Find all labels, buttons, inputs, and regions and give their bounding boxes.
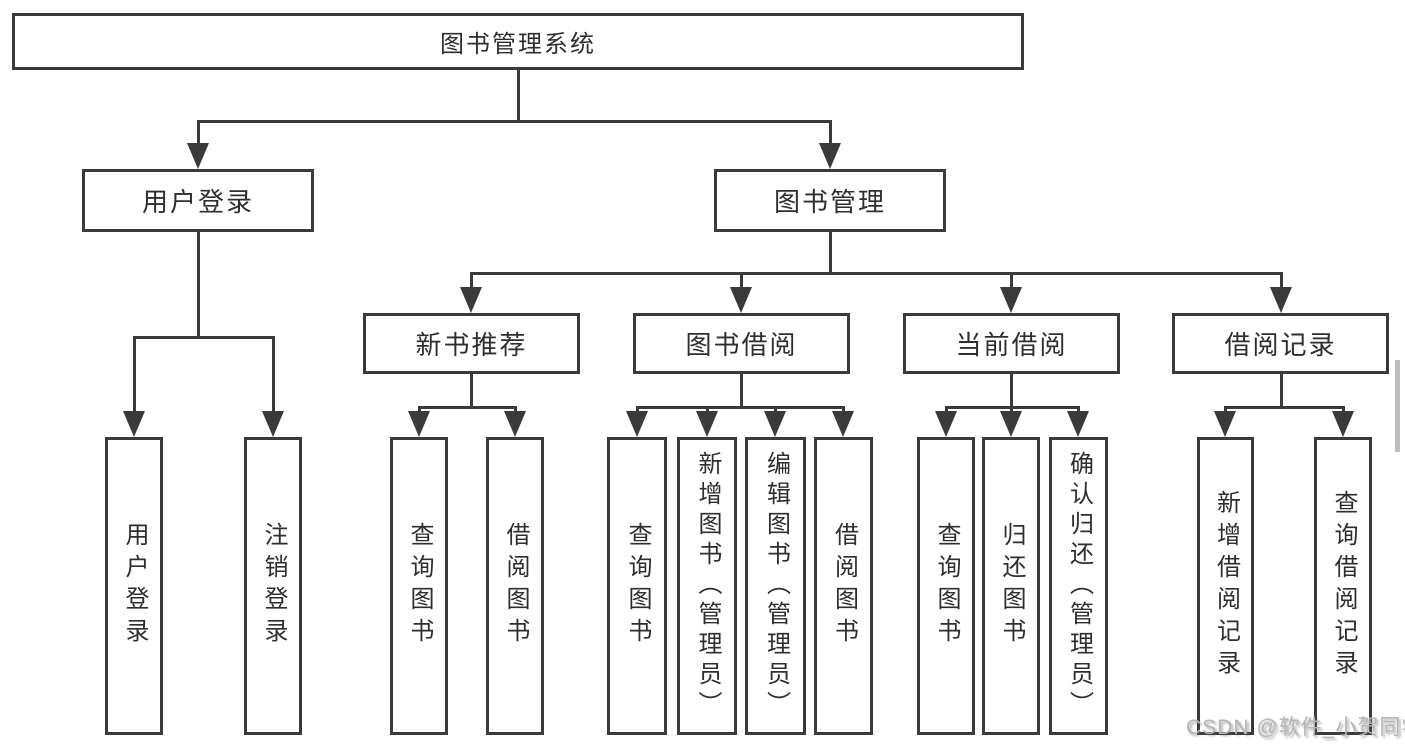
node-book-management-branch: 图书管理 xyxy=(714,169,946,232)
node-leaf-user-login: 用户登录 xyxy=(105,437,163,735)
arrowhead xyxy=(123,411,145,437)
arrowhead xyxy=(1270,287,1292,313)
connector xyxy=(1224,406,1227,414)
arrowhead xyxy=(262,411,284,437)
node-new-book-recommendation: 新书推荐 xyxy=(363,313,580,374)
node-leaf-cb-return-books: 归还图书 xyxy=(982,437,1040,735)
node-label: 新增图书（管理员） xyxy=(694,451,721,721)
connector xyxy=(740,274,743,290)
arrowhead xyxy=(1214,411,1236,437)
node-leaf-logout: 注销登录 xyxy=(244,437,302,735)
node-label: 借阅图书 xyxy=(502,522,529,650)
node-book-borrowing: 图书借阅 xyxy=(633,313,850,374)
connector xyxy=(1010,274,1013,290)
connector xyxy=(774,406,777,414)
node-label: 新增借阅记录 xyxy=(1212,490,1240,682)
arrowhead xyxy=(460,287,482,313)
arrowhead xyxy=(187,143,209,169)
connector xyxy=(517,70,520,121)
connector xyxy=(636,406,845,409)
node-label: 查询图书 xyxy=(624,522,651,650)
node-leaf-br-add-record: 新增借阅记录 xyxy=(1197,437,1254,735)
connector xyxy=(1280,274,1283,290)
node-borrowing-records: 借阅记录 xyxy=(1172,313,1389,374)
connector xyxy=(945,406,948,414)
node-leaf-bb-borrow-books: 借阅图书 xyxy=(814,437,873,735)
scrollbar-thumb[interactable] xyxy=(1395,360,1400,452)
connector xyxy=(1010,374,1013,408)
node-label: 确认归还（管理员） xyxy=(1065,451,1093,721)
arrowhead xyxy=(626,411,648,437)
connector xyxy=(470,374,473,408)
node-label: 查询借阅记录 xyxy=(1330,490,1357,682)
node-leaf-bb-query-books: 查询图书 xyxy=(607,437,667,735)
arrowhead xyxy=(504,411,526,437)
connector xyxy=(1077,406,1080,414)
node-label: 新书推荐 xyxy=(415,330,528,360)
connector xyxy=(842,406,845,414)
connector xyxy=(470,274,473,290)
arrowhead xyxy=(1000,411,1022,437)
arrowhead xyxy=(1000,287,1022,313)
node-label: 用户登录 xyxy=(141,187,254,217)
csdn-watermark: CSDN @软件_小贺同学 xyxy=(1186,716,1405,739)
connector xyxy=(1280,374,1283,408)
node-leaf-cb-query-books: 查询图书 xyxy=(917,437,975,735)
connector xyxy=(133,336,275,339)
node-root: 图书管理系统 xyxy=(12,13,1024,70)
connector xyxy=(197,120,200,148)
connector xyxy=(740,374,743,408)
arrowhead xyxy=(819,143,841,169)
connector xyxy=(418,406,421,414)
node-label: 图书管理系统 xyxy=(440,31,596,58)
connector xyxy=(272,336,275,414)
connector xyxy=(1342,406,1345,414)
connector xyxy=(829,120,832,148)
node-label: 借阅图书 xyxy=(830,522,858,650)
node-leaf-nb-query-books: 查询图书 xyxy=(390,437,448,735)
node-label: 查询图书 xyxy=(406,522,433,650)
connector xyxy=(197,232,200,338)
node-label: 注销登录 xyxy=(260,522,287,650)
connector xyxy=(829,232,832,274)
node-label: 图书借阅 xyxy=(685,330,798,360)
arrowhead xyxy=(764,411,786,437)
arrowhead xyxy=(832,411,854,437)
node-label: 编辑图书（管理员） xyxy=(762,451,790,721)
node-label: 查询图书 xyxy=(933,522,960,650)
arrowhead xyxy=(730,287,752,313)
arrowhead xyxy=(1332,411,1354,437)
node-leaf-nb-borrow-books: 借阅图书 xyxy=(486,437,544,735)
node-leaf-bb-add-books-admin: 新增图书（管理员） xyxy=(677,437,737,735)
node-leaf-bb-edit-books-admin: 编辑图书（管理员） xyxy=(745,437,806,735)
connector xyxy=(1224,406,1345,409)
connector xyxy=(514,406,517,414)
connector xyxy=(197,120,832,123)
node-current-borrowing: 当前借阅 xyxy=(903,313,1120,374)
arrowhead xyxy=(408,411,430,437)
connector xyxy=(706,406,709,414)
connector xyxy=(470,272,1283,275)
node-label: 用户登录 xyxy=(121,522,148,650)
arrowhead xyxy=(696,411,718,437)
connector xyxy=(1010,406,1013,414)
node-label: 借阅记录 xyxy=(1224,330,1337,360)
connector xyxy=(636,406,639,414)
node-label: 当前借阅 xyxy=(955,330,1068,360)
node-label: 归还图书 xyxy=(998,522,1025,650)
connector xyxy=(133,336,136,414)
arrowhead xyxy=(1067,411,1089,437)
node-leaf-br-query-record: 查询借阅记录 xyxy=(1314,437,1372,735)
node-user-login-branch: 用户登录 xyxy=(82,169,314,232)
arrowhead xyxy=(935,411,957,437)
connector xyxy=(418,406,517,409)
node-label: 图书管理 xyxy=(773,187,886,217)
node-leaf-cb-confirm-return-admin: 确认归还（管理员） xyxy=(1049,437,1108,735)
